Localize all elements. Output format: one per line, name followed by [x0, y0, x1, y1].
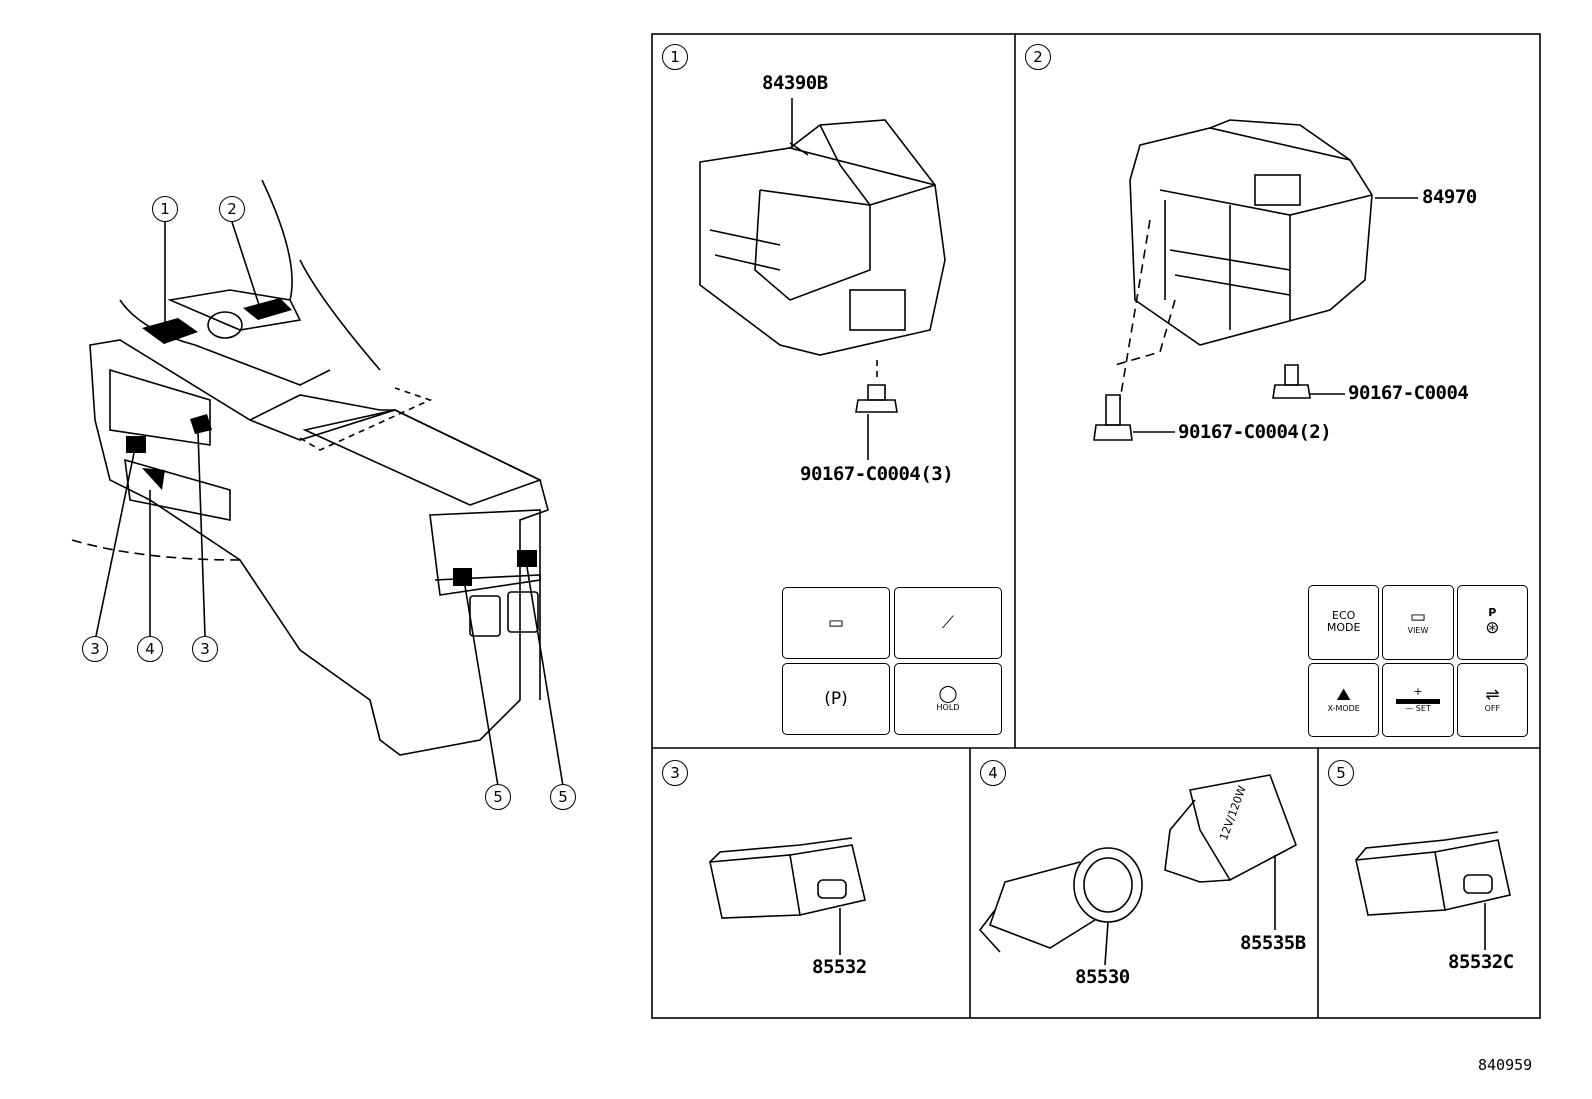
- section4-cap-drawing: [1164, 774, 1297, 883]
- section1-button-inset: ▭ ⟋ (P) ◯ HOLD: [782, 587, 1002, 735]
- overview-callout-3-right: 3: [192, 636, 218, 662]
- part-number-85535B: 85535B: [1240, 932, 1306, 954]
- plus-label: +: [1413, 685, 1423, 699]
- section2-switch-drawing: [1093, 119, 1373, 441]
- section5-socket-drawing: [1355, 831, 1511, 916]
- part-number-p1-screw: 90167-C0004(3): [800, 463, 954, 485]
- parking-brake-button-cell: (P): [782, 663, 890, 735]
- set-label: — SET: [1405, 703, 1431, 713]
- overview-leaders: [95, 221, 564, 787]
- steering-wheel-icon: ⊛: [1485, 618, 1500, 639]
- hud-button-cell: ▭: [782, 587, 890, 659]
- switch-location-markers: [126, 298, 537, 586]
- section-callout-2: 2: [1025, 44, 1051, 70]
- section4-socket-drawing: [978, 847, 1143, 953]
- leader-85530: [1104, 921, 1109, 966]
- section3-socket-drawing: [709, 837, 866, 919]
- view-label: VIEW: [1407, 626, 1429, 636]
- speed-set-button-cell: + — SET: [1382, 662, 1454, 737]
- camera-view-icon: ▭: [1409, 607, 1427, 628]
- brake-hold-icon: ◯: [938, 683, 958, 704]
- section-callout-4: 4: [980, 760, 1006, 786]
- hold-label: HOLD: [936, 702, 960, 712]
- steering-assist-icon: ⟋: [942, 612, 954, 633]
- hud-icon: ▭: [827, 612, 845, 633]
- brake-hold-button-cell: ◯ HOLD: [894, 663, 1002, 735]
- x-mode-label: X-MODE: [1327, 703, 1360, 713]
- auto-park-button-cell: P ⊛: [1456, 585, 1528, 660]
- section2-button-inset: ECO MODE ▭ VIEW P ⊛ ⛰ X-MODE + — SET ⇌ O…: [1308, 585, 1528, 737]
- section1-switch-drawing: [699, 119, 946, 413]
- overview-callout-5-right: 5: [550, 784, 576, 810]
- part-number-p2-screw-a: 90167-C0004: [1348, 382, 1469, 404]
- part-number-84390B: 84390B: [762, 72, 828, 94]
- part-number-85532C: 85532C: [1448, 951, 1514, 973]
- section-callout-5: 5: [1328, 760, 1354, 786]
- parking-brake-icon: (P): [824, 688, 848, 709]
- overview-callout-2: 2: [219, 196, 245, 222]
- part-number-84970: 84970: [1422, 186, 1477, 208]
- center-console-drawing: [71, 179, 549, 756]
- section-callout-1: 1: [662, 44, 688, 70]
- eco-label: ECO: [1332, 608, 1356, 622]
- x-mode-icon: ⛰: [1336, 684, 1351, 705]
- view-button-cell: ▭ VIEW: [1382, 585, 1454, 660]
- speed-bar-icon: [1395, 698, 1440, 704]
- part-number-p2-screw-b: 90167-C0004(2): [1178, 421, 1332, 443]
- eco-mode-button-cell: ECO MODE: [1308, 585, 1380, 660]
- traction-control-icon: ⇌: [1485, 684, 1500, 705]
- p-label: P: [1488, 606, 1497, 620]
- overview-callout-1: 1: [152, 196, 178, 222]
- part-number-85532: 85532: [812, 956, 867, 978]
- part-number-85530: 85530: [1075, 966, 1130, 988]
- section-callout-3: 3: [662, 760, 688, 786]
- traction-off-button-cell: ⇌ OFF: [1456, 662, 1528, 737]
- x-mode-button-cell: ⛰ X-MODE: [1308, 662, 1380, 737]
- mode-label: MODE: [1326, 621, 1361, 635]
- overview-callout-4: 4: [137, 636, 163, 662]
- section-frame: [651, 33, 1541, 1019]
- overview-callout-5-left: 5: [485, 784, 511, 810]
- steering-assist-button-cell: ⟋: [894, 587, 1002, 659]
- overview-callout-3-left: 3: [82, 636, 108, 662]
- diagram-reference-code: 840959: [1478, 1056, 1533, 1074]
- off-label: OFF: [1484, 703, 1501, 713]
